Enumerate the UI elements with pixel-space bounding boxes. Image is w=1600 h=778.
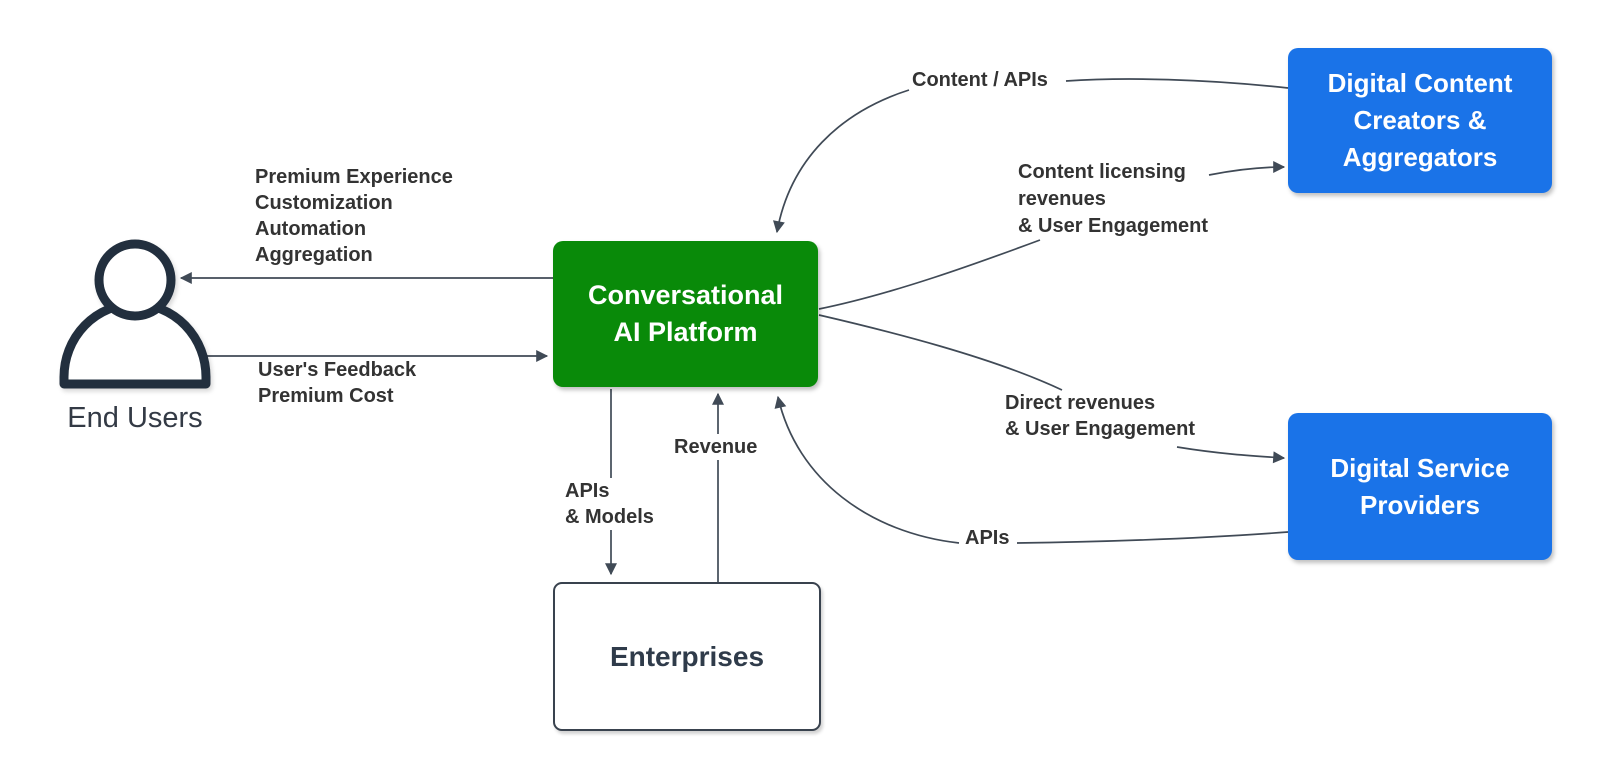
node-conversational-ai-platform: Conversational AI Platform xyxy=(553,241,818,387)
creators-label-line2: Creators & xyxy=(1353,105,1487,135)
label-customization: Customization xyxy=(255,192,393,214)
label-apis-models-line1: APIs xyxy=(565,480,610,502)
creators-label-line1: Digital Content xyxy=(1327,68,1513,98)
end-users-label: End Users xyxy=(67,402,203,434)
label-users-to-platform: User's Feedback Premium Cost xyxy=(258,357,416,409)
node-enterprises: Enterprises xyxy=(553,582,821,731)
edge-platform-to-contentlicensing-label xyxy=(818,239,1041,310)
label-users-feedback: User's Feedback xyxy=(258,359,417,381)
label-premium-cost: Premium Cost xyxy=(258,385,394,407)
edge-apis-label-to-platform-bottom xyxy=(774,395,960,544)
enterprises-label: Enterprises xyxy=(609,640,765,672)
label-content-licensing-line3: & User Engagement xyxy=(1018,215,1209,237)
label-automation: Automation xyxy=(255,218,367,240)
label-revenue: Revenue xyxy=(672,434,760,460)
providers-label-line1: Digital Service xyxy=(1330,452,1510,483)
creators-label-line3: Aggregators xyxy=(1342,142,1498,172)
label-apis-from-providers: APIs xyxy=(963,525,1012,551)
node-digital-service-providers: Digital Service Providers xyxy=(1288,413,1552,560)
label-direct-revenues-line1: Direct revenues xyxy=(1005,392,1156,414)
label-apis-models: APIs & Models xyxy=(563,478,656,530)
label-platform-to-users: Premium Experience Customization Automat… xyxy=(255,164,453,268)
platform-label-line2: AI Platform xyxy=(613,317,758,347)
label-aggregation: Aggregation xyxy=(255,244,373,266)
label-apis-models-line2: & Models xyxy=(565,506,654,528)
label-content-licensing-line2: revenues xyxy=(1018,188,1106,210)
label-direct-revenues-line2: & User Engagement xyxy=(1005,418,1196,440)
edge-contentlicensing-label-to-creators xyxy=(1208,161,1286,176)
edge-contentapis-label-to-platform-top xyxy=(773,89,910,234)
label-direct-revenues: Direct revenues & User Engagement xyxy=(1005,390,1195,442)
end-users-person-icon xyxy=(59,239,211,389)
providers-label-line2: Providers xyxy=(1360,489,1480,520)
node-digital-content-creators: Digital Content Creators & Aggregators xyxy=(1288,48,1552,193)
edge-providers-to-apis-label xyxy=(1016,531,1289,544)
label-content-licensing-line1: Content licensing xyxy=(1018,161,1186,183)
platform-label-line1: Conversational xyxy=(587,280,784,310)
label-content-apis: Content / APIs xyxy=(910,67,1050,93)
edge-directrevenues-label-to-providers xyxy=(1176,446,1286,464)
edge-platform-to-directrevenues-label xyxy=(818,314,1063,391)
label-premium-experience: Premium Experience xyxy=(255,166,453,188)
edge-creators-to-contentapis-label xyxy=(1065,78,1289,89)
label-content-licensing: Content licensing revenues & User Engage… xyxy=(1018,159,1208,240)
